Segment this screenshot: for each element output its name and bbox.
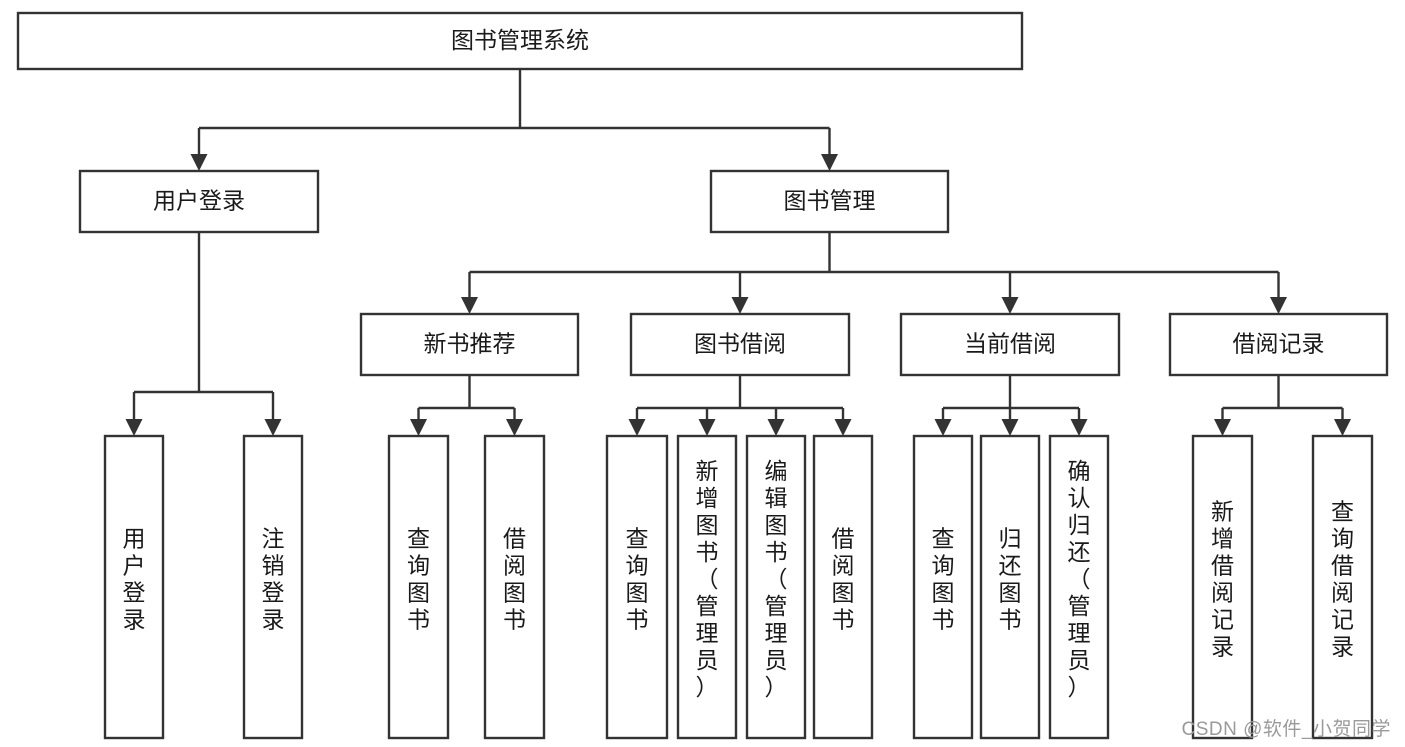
- csdn-watermark: CSDN @软件_小贺同学: [1181, 719, 1391, 740]
- node-查询图书-leaf-of-node-当前借阅[interactable]: 查询图书: [912, 434, 974, 740]
- node-用户登录-leaf-of-node-用户登录[interactable]: 用户登录: [103, 434, 165, 740]
- node-新增图书管理员-leaf-of-node-图书借阅[interactable]: 新增图书（管理员）: [676, 434, 738, 740]
- node-当前借阅-level3[interactable]: 当前借阅: [899, 312, 1121, 377]
- edge-node-新书推荐-to-leaves: [410, 375, 523, 436]
- node-图书管理-level2[interactable]: 图书管理: [709, 169, 950, 234]
- node-label: 图书管理: [784, 188, 876, 214]
- edge-root-to-level2: [190, 69, 838, 171]
- node-label: 借阅图书: [832, 526, 855, 633]
- edge-book-management-to-level3: [461, 232, 1287, 314]
- node-label: 查询借阅记录: [1331, 499, 1354, 660]
- node-label: 图书管理系统: [451, 27, 589, 53]
- node-借阅图书-leaf-of-node-新书推荐[interactable]: 借阅图书: [483, 434, 546, 740]
- node-查询图书-leaf-of-node-图书借阅[interactable]: 查询图书: [605, 434, 669, 740]
- node-label: 图书借阅: [694, 331, 786, 357]
- node-用户登录-level2[interactable]: 用户登录: [78, 169, 320, 234]
- node-label: 查询图书: [626, 526, 649, 633]
- node-注销登录-leaf-of-node-用户登录[interactable]: 注销登录: [242, 434, 304, 740]
- edge-node-当前借阅-to-leaves: [934, 375, 1088, 436]
- node-归还图书-leaf-of-node-当前借阅[interactable]: 归还图书: [979, 434, 1041, 740]
- edge-node-图书借阅-to-leaves: [628, 375, 852, 436]
- node-图书借阅-level3[interactable]: 图书借阅: [629, 312, 851, 377]
- node-layer: 图书管理系统用户登录图书管理新书推荐图书借阅当前借阅借阅记录用户登录注销登录查询…: [16, 11, 1389, 740]
- node-新书推荐-level3[interactable]: 新书推荐: [359, 312, 580, 377]
- node-label: 查询图书: [407, 526, 430, 633]
- node-label: 注销登录: [262, 526, 285, 633]
- node-label: 当前借阅: [964, 331, 1056, 357]
- node-label: 新书推荐: [424, 331, 516, 357]
- node-label: 用户登录: [153, 188, 245, 214]
- edge-node-借阅记录-to-leaves: [1214, 375, 1351, 436]
- node-查询图书-leaf-of-node-新书推荐[interactable]: 查询图书: [387, 434, 450, 740]
- connector-layer: [125, 69, 1351, 436]
- node-label: 编辑图书（管理员）: [765, 458, 788, 700]
- node-label: 查询图书: [932, 526, 955, 633]
- node-label: 借阅图书: [503, 526, 526, 633]
- node-label: 借阅记录: [1233, 331, 1325, 357]
- node-label: 归还图书: [999, 526, 1022, 633]
- node-查询借阅记录-leaf-of-node-借阅记录[interactable]: 查询借阅记录: [1311, 434, 1374, 740]
- node-label: 新增图书（管理员）: [696, 458, 719, 700]
- edge-user-login-to-leaves: [125, 232, 282, 436]
- node-确认归还管理员-leaf-of-node-当前借阅[interactable]: 确认归还（管理员）: [1048, 434, 1110, 740]
- node-编辑图书管理员-leaf-of-node-图书借阅[interactable]: 编辑图书（管理员）: [745, 434, 807, 740]
- node-label: 新增借阅记录: [1211, 499, 1234, 660]
- node-新增借阅记录-leaf-of-node-借阅记录[interactable]: 新增借阅记录: [1191, 434, 1254, 740]
- node-借阅记录-level3[interactable]: 借阅记录: [1168, 312, 1389, 377]
- node-label: 用户登录: [123, 526, 146, 633]
- node-label: 确认归还（管理员）: [1068, 458, 1091, 700]
- node-图书管理系统-root[interactable]: 图书管理系统: [16, 11, 1024, 71]
- node-借阅图书-leaf-of-node-图书借阅[interactable]: 借阅图书: [812, 434, 874, 740]
